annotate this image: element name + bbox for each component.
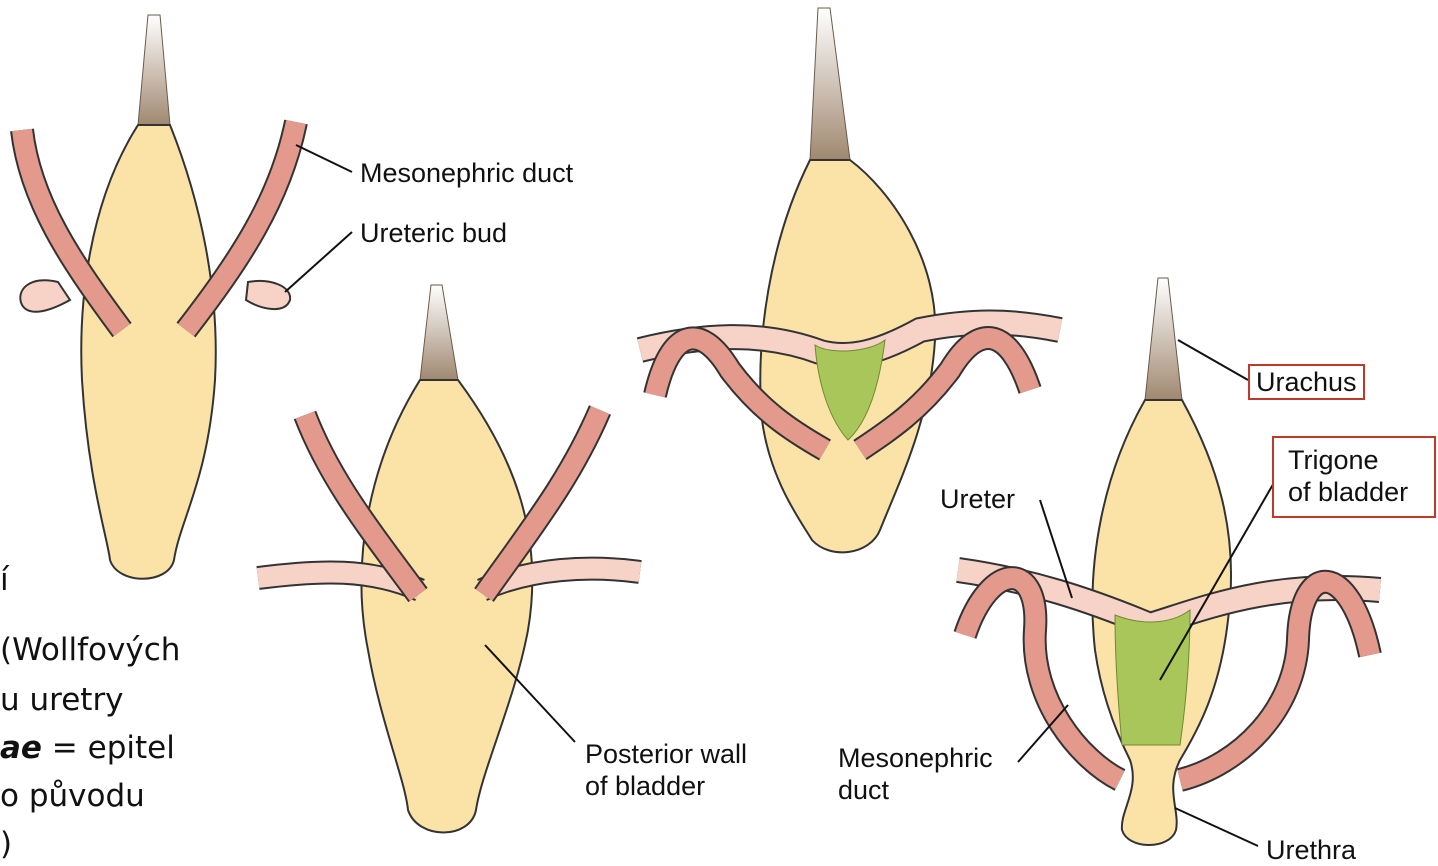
side-text-bold: ae [0,730,42,766]
label-ureteric-bud: Ureteric bud [360,217,507,249]
side-text-line2: (Wollfových [0,630,180,670]
side-text-line1: í [0,560,9,600]
label-urethra: Urethra [1266,834,1356,866]
bladder-stage-1 [81,125,215,579]
leader-mesonephric-duct [296,145,352,172]
urachus-stage-1 [138,15,170,125]
leader-urachus [1178,340,1248,380]
label-mesonephric-duct: Mesonephric duct [360,157,573,189]
label-posterior-wall-line1: Posterior wall [585,738,747,770]
side-text-line3: u uretry [0,680,124,720]
trigone-stage-4 [1115,610,1190,745]
stage-2-bladder-group [258,285,640,833]
urachus-stage-3 [810,8,850,160]
label-ureter: Ureter [940,483,1015,515]
label-urachus: Urachus [1248,364,1365,400]
side-text-line5: o původu [0,776,145,816]
stage-1-bladder-group [20,15,296,579]
side-text-line6: ) [0,824,12,864]
leader-urethra [1175,808,1258,846]
leader-ureteric-bud [285,232,352,292]
label-trigone-line2: of bladder [1288,476,1426,508]
label-trigone-line1: Trigone [1288,444,1426,476]
ureteric-bud-right [246,281,290,309]
ureteric-bud-left [20,280,70,312]
label-mesonephric-duct-2: Mesonephric duct [838,742,993,806]
label-posterior-wall-line2: of bladder [585,770,747,802]
bladder-stage-2 [361,380,532,833]
stage-3-bladder-group [640,8,1060,552]
label-trigone: Trigone of bladder [1272,436,1436,518]
side-text-line4-rest: = epitel [42,730,175,766]
urachus-stage-2 [420,285,458,380]
label-posterior-wall: Posterior wall of bladder [585,738,747,802]
urachus-stage-4 [1145,278,1182,400]
label-mesonephric-duct-2-line2: duct [838,774,993,806]
label-mesonephric-duct-2-line1: Mesonephric [838,742,993,774]
side-text-line4: ae = epitel [0,728,175,768]
